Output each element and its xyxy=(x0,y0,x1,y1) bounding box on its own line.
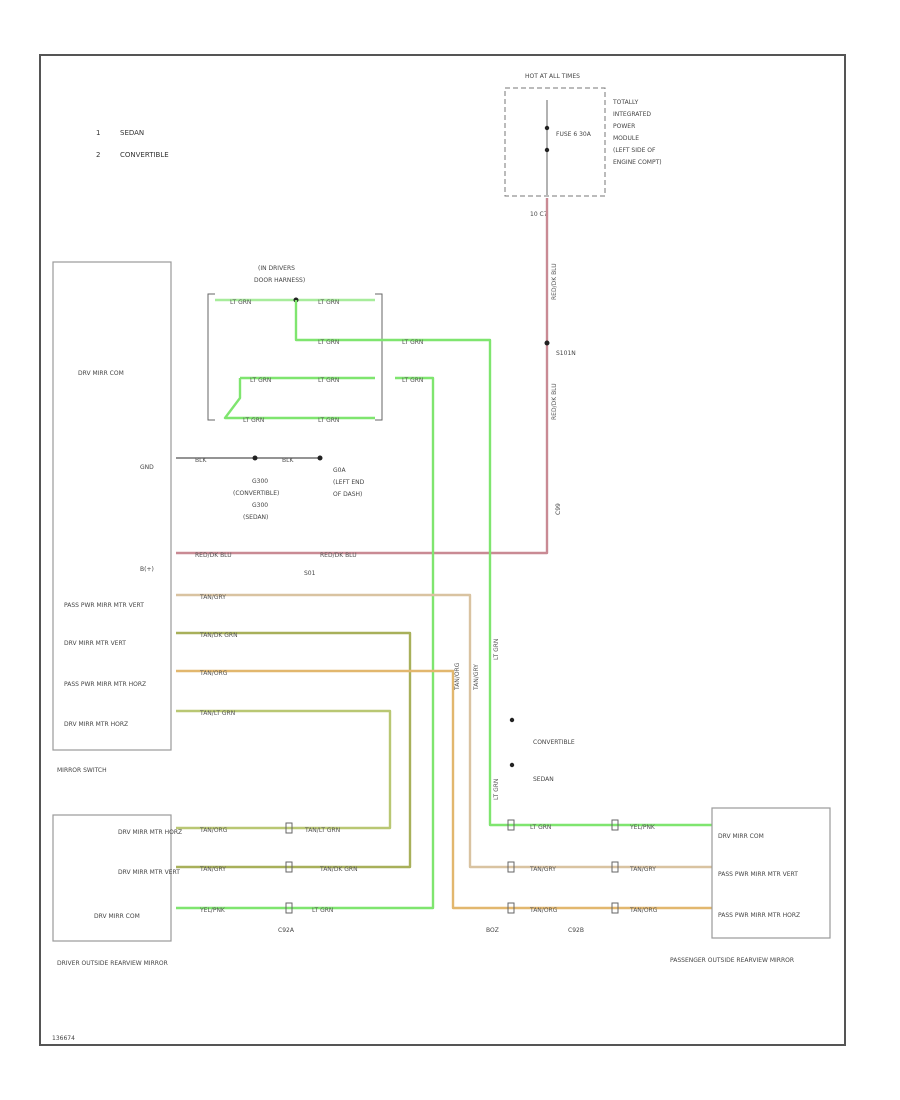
switch-pin-bplus: B(+) xyxy=(140,566,154,573)
wire-label-red-vertical-2: RED/DK BLU xyxy=(551,383,558,420)
gright-line-2: (LEFT END xyxy=(333,479,365,486)
legend-text-2: CONVERTIBLE xyxy=(120,151,169,159)
switch-pin-drv-horz: DRV MIRR MTR HORZ xyxy=(64,721,128,728)
wl-tan-lt-grn-2: TAN/LT GRN xyxy=(304,827,340,834)
fuse-label: FUSE 6 30A xyxy=(556,131,592,138)
driver-mirror-label: DRIVER OUTSIDE REARVIEW MIRROR xyxy=(57,960,168,967)
wl-tan-gry-v: TAN/GRY xyxy=(473,664,480,691)
wl-tan-gry-3: TAN/GRY xyxy=(629,866,656,873)
g300-line-1: G300 xyxy=(252,478,268,485)
connector-markers xyxy=(285,819,619,914)
wl-green-8: LT GRN xyxy=(243,417,264,424)
diagram-frame xyxy=(39,54,846,1046)
module-line-1: TOTALLY xyxy=(612,99,639,106)
switch-label: MIRROR SWITCH xyxy=(57,767,107,774)
wl-tan-org-2: TAN/ORG xyxy=(529,907,558,914)
wl-tan-dk-grn-2: TAN/DK GRN xyxy=(319,866,358,873)
fuse-pins: 10 C7 xyxy=(530,211,548,218)
wire-tan-lt-grn xyxy=(176,709,392,830)
harness-line-2: DOOR HARNESS) xyxy=(254,277,305,284)
harness-line-1: (IN DRIVERS xyxy=(258,265,295,272)
wl-drv-com-yel: YEL/PNK xyxy=(199,907,226,914)
page-id: 136674 xyxy=(52,1035,75,1042)
g300-line-2: (CONVERTIBLE) xyxy=(233,490,279,497)
drv-pin-horz: DRV MIRR MTR HORZ xyxy=(118,829,182,836)
option-convertible: CONVERTIBLE xyxy=(533,739,575,746)
wire-red-blu-feed xyxy=(176,198,549,555)
wl-green-9: LT GRN xyxy=(318,417,339,424)
wl-green-7: LT GRN xyxy=(402,377,423,384)
wl-green-3: LT GRN xyxy=(318,339,339,346)
wl-green-vert-2: LT GRN xyxy=(493,779,500,800)
option-sedan: SEDAN xyxy=(533,776,554,783)
wire-green-drv xyxy=(176,376,435,910)
legend-num-1: 1 xyxy=(96,129,100,137)
hot-label: HOT AT ALL TIMES xyxy=(525,73,580,80)
wl-drv-vert-gry: TAN/GRY xyxy=(199,866,226,873)
wl-pass-com-yel: YEL/PNK xyxy=(629,824,656,831)
drv-pin-vert: DRV MIRR MTR VERT xyxy=(118,869,180,876)
module-line-4: MODULE xyxy=(613,135,639,142)
module-line-3: POWER xyxy=(613,123,635,130)
fuse-block: HOT AT ALL TIMES FUSE 6 30A TOTALLY INTE… xyxy=(504,73,662,218)
passenger-mirror: DRV MIRR COM PASS PWR MIRR MTR VERT PASS… xyxy=(670,807,831,964)
switch-pin-gnd: GND xyxy=(140,464,154,471)
harness-bracket-right xyxy=(375,293,383,421)
wire-tan-dk-grn xyxy=(176,631,412,869)
pass-pin-com: DRV MIRR COM xyxy=(718,833,764,840)
wl-pass-com-grn: LT GRN xyxy=(530,824,551,831)
passenger-mirror-label: PASSENGER OUTSIDE REARVIEW MIRROR xyxy=(670,957,794,964)
wl-green-5: LT GRN xyxy=(250,377,271,384)
wl-blk-2: BLK xyxy=(282,457,294,464)
wl-tan-org-3: TAN/ORG xyxy=(629,907,658,914)
switch-pin-drv-mirr-com: DRV MIRR COM xyxy=(78,370,124,377)
g300-line-3: G300 xyxy=(252,502,268,509)
wire-label-red-h1: RED/DK BLU xyxy=(195,552,232,559)
bottom-label-2: BOZ xyxy=(486,927,499,934)
c-label: C99 xyxy=(555,503,562,515)
switch-pin-drv-vert: DRV MIRR MTR VERT xyxy=(64,640,126,647)
connector-s01: S01 xyxy=(304,570,316,577)
mirror-switch: DRV MIRR COM GND B(+) PASS PWR MIRR MTR … xyxy=(52,261,172,774)
wl-tan-org-v: TAN/ORG xyxy=(454,662,461,691)
splice-label: S101N xyxy=(556,350,576,357)
bottom-label-1: C92A xyxy=(278,927,295,934)
gright-line-1: G0A xyxy=(333,467,346,474)
module-line-6: ENGINE COMPT) xyxy=(613,159,662,166)
wl-blk-1: BLK xyxy=(195,457,207,464)
wl-green-1: LT GRN xyxy=(230,299,251,306)
module-line-5: (LEFT SIDE OF xyxy=(613,147,656,154)
gright-line-3: OF DASH) xyxy=(333,491,362,498)
wire-label-red-vertical: RED/DK BLU xyxy=(551,263,558,300)
wl-green-4: LT GRN xyxy=(402,339,423,346)
drv-pin-com: DRV MIRR COM xyxy=(94,913,140,920)
wl-tan-gry-2: TAN/GRY xyxy=(529,866,556,873)
wl-tan-org-1: TAN/ORG xyxy=(199,670,228,677)
switch-pin-pass-vert: PASS PWR MIRR MTR VERT xyxy=(64,602,144,609)
wl-tan-lt-grn-1: TAN/LT GRN xyxy=(199,710,235,717)
wl-drv-com-grn: LT GRN xyxy=(312,907,333,914)
wire-tan-gry xyxy=(176,593,712,869)
wl-green-2: LT GRN xyxy=(318,299,339,306)
bottom-label-3: C92B xyxy=(568,927,584,934)
wl-drv-horz-org: TAN/ORG xyxy=(199,827,228,834)
driver-mirror: DRV MIRR MTR HORZ DRV MIRR MTR VERT DRV … xyxy=(52,814,182,967)
wl-green-vert: LT GRN xyxy=(493,639,500,660)
wire-label-red-h2: RED/DK BLU xyxy=(320,552,357,559)
wire-green-com xyxy=(294,300,712,827)
harness-bracket-left xyxy=(207,293,215,421)
g300-line-4: (SEDAN) xyxy=(243,514,268,521)
legend-text-1: SEDAN xyxy=(120,129,144,137)
wl-tan-dk-grn-1: TAN/DK GRN xyxy=(199,632,238,639)
wl-tan-gry-1: TAN/GRY xyxy=(199,594,226,601)
pass-pin-horz: PASS PWR MIRR MTR HORZ xyxy=(718,912,800,919)
wire-tan-org xyxy=(176,669,712,910)
wire-green-loop xyxy=(223,376,375,420)
legend-num-2: 2 xyxy=(96,151,100,159)
switch-pin-pass-horz: PASS PWR MIRR MTR HORZ xyxy=(64,681,146,688)
wl-green-6: LT GRN xyxy=(318,377,339,384)
pass-pin-vert: PASS PWR MIRR MTR VERT xyxy=(718,871,798,878)
module-line-2: INTEGRATED xyxy=(613,111,651,118)
